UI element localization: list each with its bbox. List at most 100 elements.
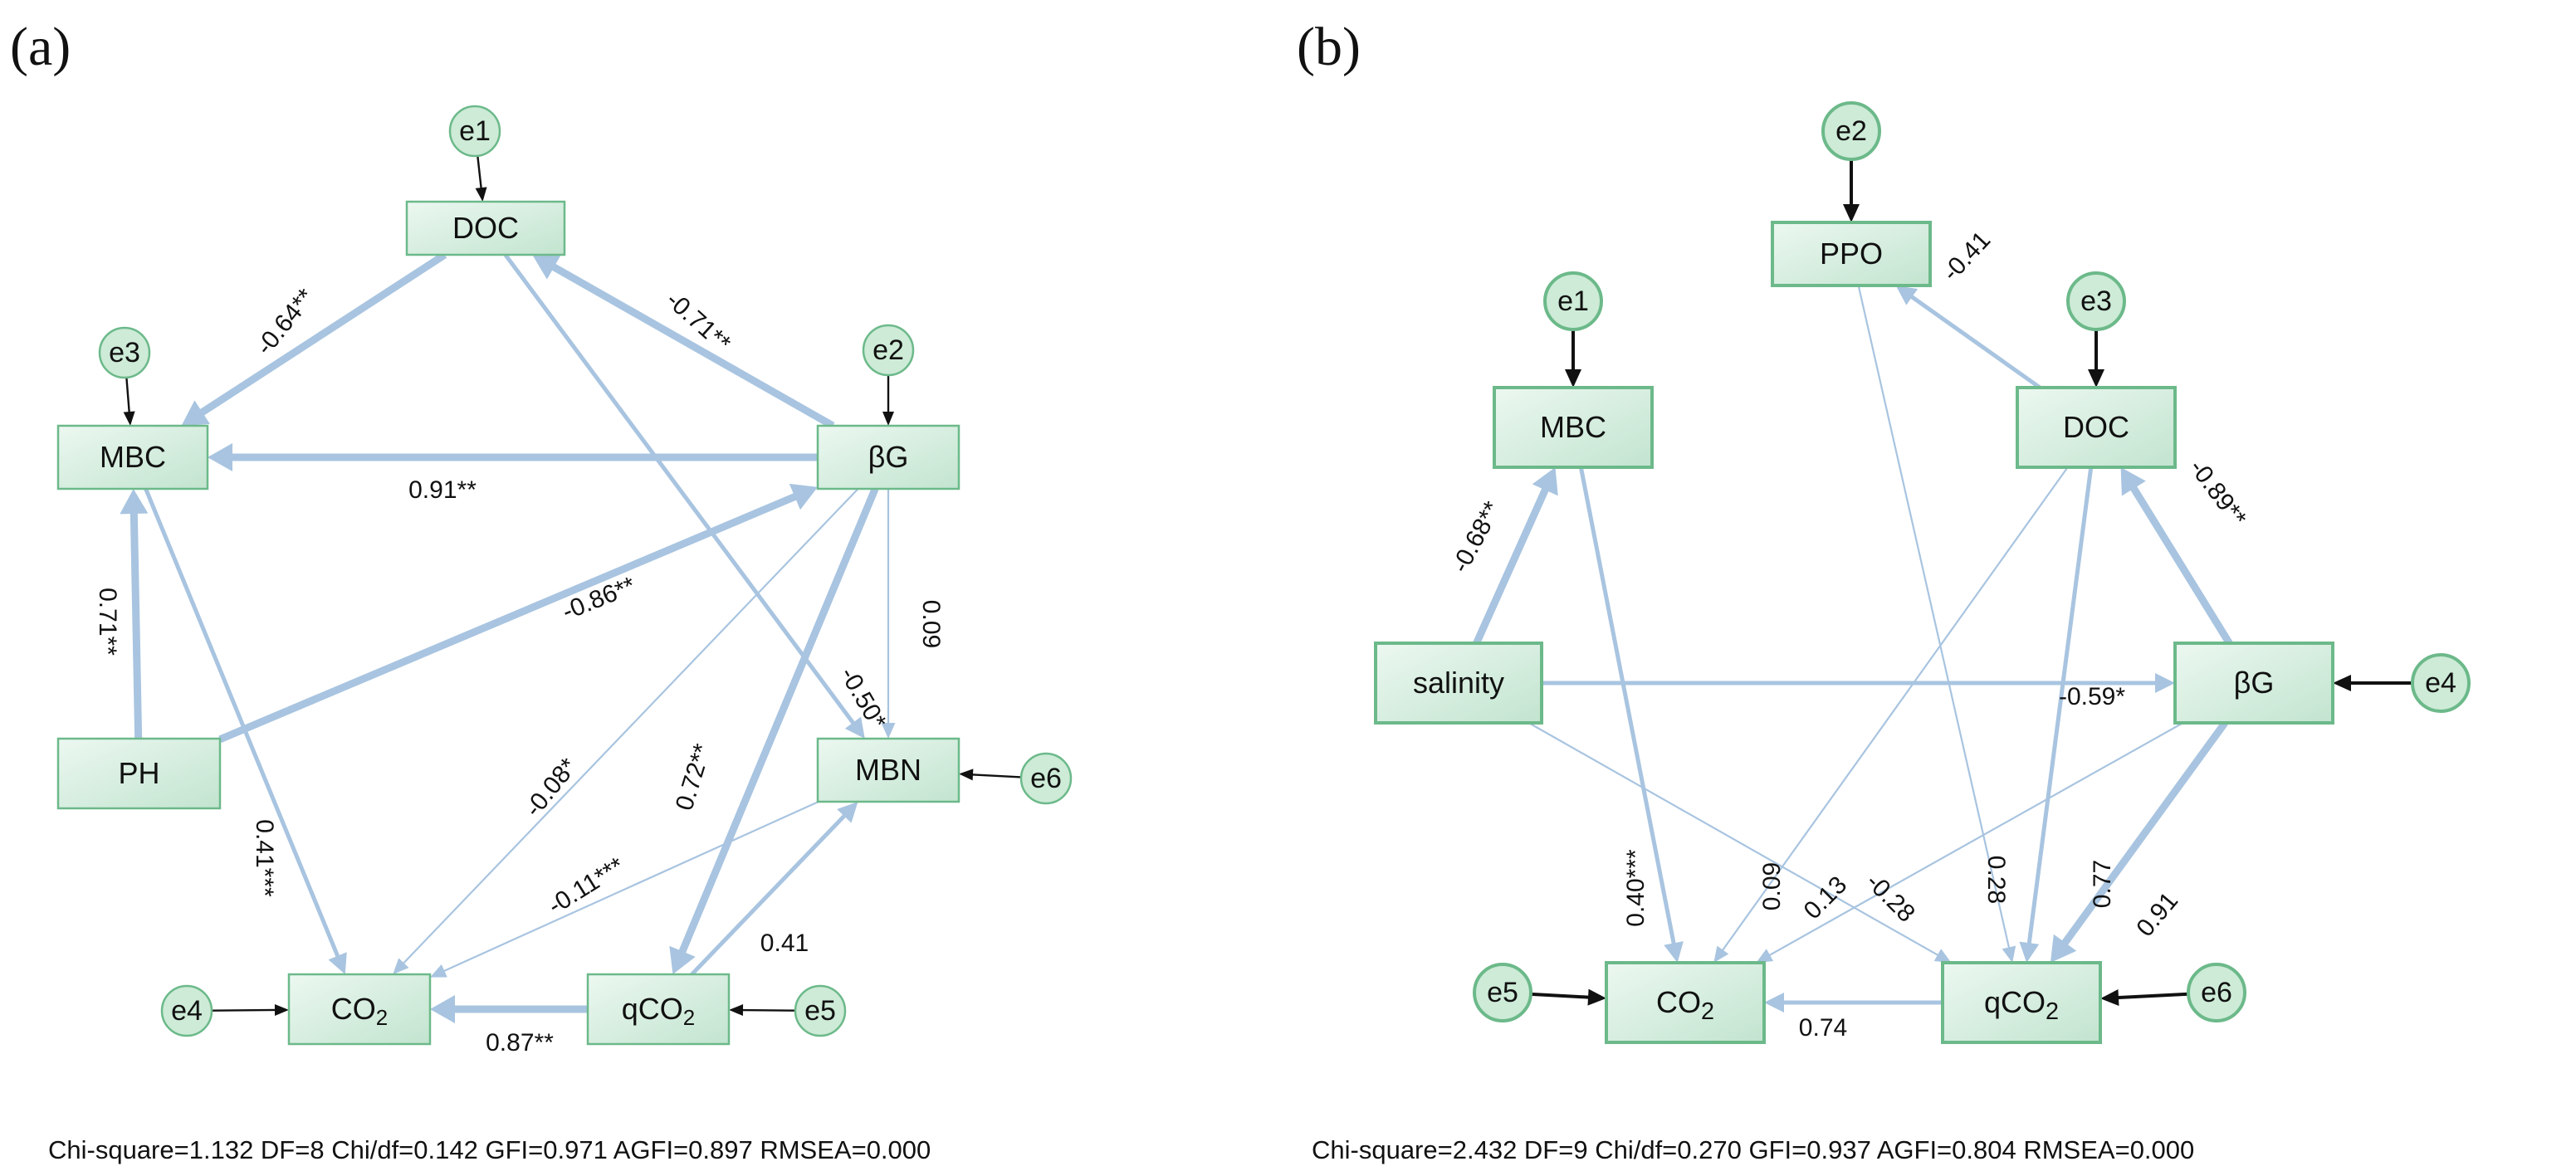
panel-b-path-salinity-to-mbc — [1473, 467, 1558, 645]
panel-b-path-salinity-to-qco2-line — [1528, 722, 1940, 957]
panel-a-error-e3: e3 — [98, 326, 151, 379]
panel-b-node-doc-box — [2016, 386, 2177, 469]
panel-a-coef-qco2-to-mbn: 0.41 — [760, 930, 809, 957]
panel-b-error-e4: e4 — [2411, 653, 2471, 713]
panel-a-error-e1-arrow-arrowhead — [475, 187, 487, 202]
panel-a-path-ph-to-mbc-line — [130, 511, 143, 739]
panel-b-node-salinity-label: salinity — [1413, 666, 1504, 700]
panel-a-path-bg-to-mbn-arrowhead — [881, 723, 896, 739]
panel-a-path-bg-to-doc-line — [550, 262, 835, 429]
panel-b-error-e4-circle — [2411, 653, 2471, 713]
panel-a-path-bg-to-qco2-line — [678, 487, 879, 954]
panel-b-path-salinity-to-mbc-arrowhead — [1532, 467, 1558, 496]
panel-a-coef-bg-to-qco2: 0.72** — [671, 740, 717, 813]
panel-a-path-mbc-to-co2-line — [144, 488, 340, 959]
panel-a-path-qco2-to-co2 — [430, 995, 588, 1023]
panel-b-path-ppo-to-qco2-arrowhead — [2002, 945, 2016, 963]
panel-b-path-mbc-to-co2-line — [1578, 466, 1676, 945]
panel-a-error-e2-label: e2 — [873, 334, 904, 366]
panel-b-error-e1-arrow — [1565, 329, 1581, 388]
panel-a-error-e5-label: e5 — [804, 995, 836, 1027]
panel-a-path-doc-to-mbc-arrowhead — [181, 400, 210, 426]
panel-a-error-e5-circle — [794, 984, 847, 1037]
panel-a-node-mbc-box — [56, 424, 209, 490]
panel-b-node-ppo: PPO — [1771, 221, 1932, 287]
panel-a-node-qco2-label: qCO2 — [622, 992, 695, 1030]
panel-b-error-e2: e2 — [1821, 101, 1881, 161]
panel-b-node-bg-label: βG — [2234, 666, 2275, 700]
panel-b-node-mbc-label: MBC — [1540, 410, 1606, 444]
panel-a-node-mbc-label: MBC — [100, 440, 166, 474]
panel-a-coef-ph-to-mbc: 0.71** — [94, 588, 121, 656]
panel-a-error-e3-arrow — [123, 377, 135, 426]
panel-a-node-qco2: qCO2 — [586, 973, 731, 1046]
panel-b-error-e2-label: e2 — [1835, 115, 1867, 147]
panel-b-path-doc-to-qco2-arrowhead — [2019, 941, 2040, 963]
panel-b-error-e1-arrow-arrowhead — [1565, 369, 1581, 388]
panel-b-error-e6-label: e6 — [2201, 977, 2232, 1008]
panel-b-coef-bg-to-doc: -0.89** — [2183, 454, 2251, 531]
panel-b-coef-ppo-to-qco2: 0.28 — [1982, 856, 2010, 904]
panel-b-coef-doc-to-co2: 0.09 — [1758, 862, 1786, 910]
panel-b-coef-mbc-to-co2: 0.40*** — [1622, 849, 1650, 927]
panel-b-node-bg-box — [2173, 642, 2334, 725]
panel-a-error-e3-label: e3 — [109, 337, 140, 368]
panel-a-path-mbn-to-co2-arrowhead — [430, 964, 447, 978]
panel-b-path-bg-to-doc-arrowhead — [2120, 467, 2146, 496]
panel-b-path-doc-to-qco2-line — [2026, 466, 2094, 945]
panel-b-path-mbc-to-co2 — [1578, 466, 1684, 963]
panel-a-path-doc-to-mbn-arrowhead — [844, 716, 865, 739]
panel-b-path-doc-to-ppo — [1895, 285, 2041, 390]
panel-a-error-e2-circle — [862, 324, 915, 377]
panel-b-path-bg-to-doc — [2120, 467, 2233, 646]
panel-a-error-e4-arrow — [211, 1003, 289, 1016]
panel-b-label: (b) — [1297, 17, 1361, 77]
panel-a-fit-statistics: Chi-square=1.132 DF=8 Chi/df=0.142 GFI=0… — [48, 1135, 931, 1164]
panel-a-error-e2: e2 — [862, 324, 915, 377]
panel-b-error-e5-arrow-arrowhead — [1587, 988, 1606, 1006]
panel-a-error-e1-label: e1 — [459, 115, 491, 147]
panel-b-path-salinity-to-bg-arrowhead — [2155, 673, 2175, 693]
panel-b-node-bg: βG — [2173, 642, 2334, 725]
panel-a-path-mbc-to-co2 — [144, 488, 347, 974]
panel-b-coef-doc-to-ppo: -0.41 — [1937, 227, 1996, 287]
panel-a-error-e6-arrow-arrowhead — [959, 769, 974, 781]
panel-a-path-ph-to-bg-arrowhead — [789, 483, 818, 510]
panel-b-path-bg-to-doc-line — [2129, 485, 2233, 646]
panel-a-path-bg-to-mbn — [881, 489, 896, 739]
panel-a-path-doc-to-mbc-line — [198, 251, 447, 417]
panel-b-error-e6-arrow-arrowhead — [2100, 989, 2119, 1007]
panel-a-error-e4-circle — [160, 984, 213, 1037]
panel-b-error-e6: e6 — [2187, 963, 2246, 1022]
panel-a-node-bg: βG — [816, 424, 961, 490]
panel-a-error-e6-arrow — [959, 769, 1022, 781]
panel-a-error-e6-label: e6 — [1030, 763, 1062, 794]
panel-b-path-qco2-to-co2-arrowhead — [1764, 993, 1784, 1013]
panel-b-node-qco2-label: qCO2 — [1984, 985, 2059, 1025]
panel-a-node-ph-box — [56, 737, 222, 810]
panel-b-error-e4-arrow-arrowhead — [2333, 675, 2351, 691]
panel-a-error-e4-label: e4 — [171, 995, 203, 1027]
panel-a-node-doc-label: DOC — [452, 211, 519, 245]
panel-a-path-ph-to-mbc — [120, 489, 149, 739]
panel-a-error-e1-arrow — [475, 155, 487, 202]
panel-b-path-qco2-to-co2 — [1764, 993, 1943, 1013]
panel-b-path-doc-to-ppo-arrowhead — [1895, 285, 1919, 305]
panel-a-error-e5-arrow-line — [741, 1008, 796, 1012]
panel-a-label: (a) — [10, 17, 71, 77]
panel-a-coef-bg-to-co2: -0.08* — [520, 753, 583, 822]
panel-b-path-salinity-to-qco2 — [1528, 722, 1952, 963]
panel-a-path-bg-to-mbc-arrowhead — [208, 443, 232, 471]
panel-b-error-e3-circle — [2066, 271, 2126, 331]
panel-a-error-e4-arrow-line — [211, 1008, 277, 1012]
panel-a-path-ph-to-bg-line — [218, 492, 798, 743]
panel-a-error-e1-circle — [448, 105, 501, 158]
panel-a-node-mbc: MBC — [56, 424, 209, 490]
panel-a-coef-bg-to-mbn: 0.09 — [917, 600, 945, 648]
panel-b-path-bg-to-qco2-arrowhead — [2050, 934, 2077, 963]
panel-a-error-e1-arrow-line — [477, 155, 482, 190]
panel-b-error-e6-arrow — [2100, 989, 2189, 1007]
panel-b-path-salinity-to-mbc-line — [1473, 486, 1550, 645]
panel-b-error-e2-circle — [1821, 101, 1881, 161]
